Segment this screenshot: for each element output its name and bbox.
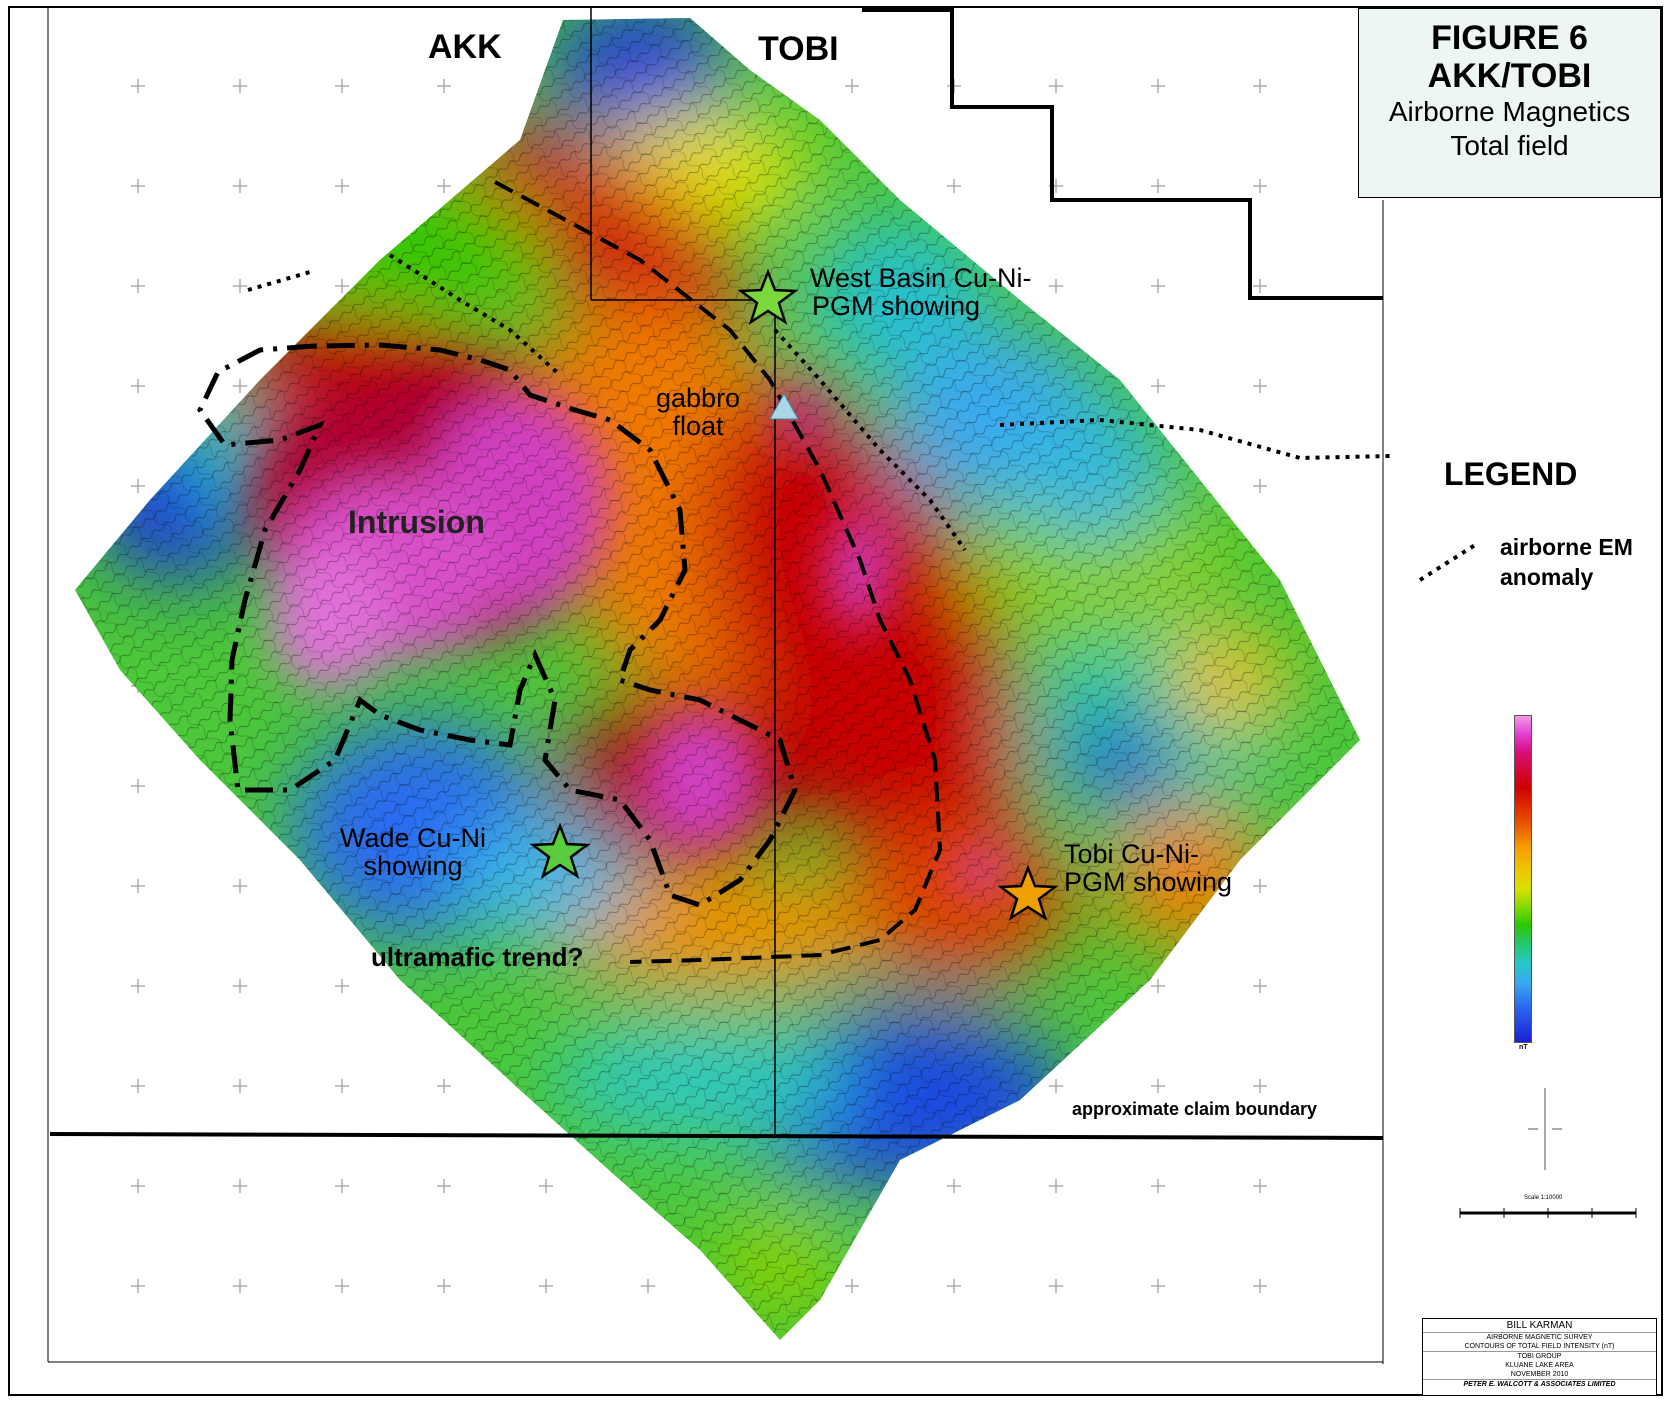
legend-title: LEGEND [1444, 456, 1578, 492]
info-group-line: TOBI GROUP [1517, 1353, 1562, 1360]
figure-number: FIGURE 6 [1431, 19, 1588, 57]
gabbro-float-label: gabbro float [656, 384, 740, 441]
info-group: TOBI GROUP KLUANE LAKE AREA NOVEMBER 201… [1423, 1352, 1656, 1380]
figure-subtitle-2: Total field [1450, 130, 1569, 161]
colorbar [1514, 715, 1532, 1043]
legend-em-line1: airborne EM [1500, 534, 1633, 560]
figure-subtitle-1: Airborne Magnetics [1388, 96, 1631, 127]
info-contours-line: CONTOURS OF TOTAL FIELD INTENSITY (nT) [1464, 1343, 1615, 1350]
info-name: BILL KARMAN [1423, 1319, 1656, 1333]
info-survey-line: AIRBORNE MAGNETIC SURVEY [1486, 1334, 1593, 1341]
info-area-line: KLUANE LAKE AREA [1505, 1362, 1574, 1369]
west-basin-label-line1: West Basin Cu-Ni- [810, 263, 1032, 293]
figure-name: AKK/TOBI [1427, 57, 1592, 95]
tobi-label-line1: Tobi Cu-Ni- [1064, 839, 1200, 869]
wade-label-line2: showing [363, 851, 463, 882]
west-basin-star-icon [737, 268, 799, 325]
info-block: BILL KARMAN AIRBORNE MAGNETIC SURVEY CON… [1422, 1318, 1657, 1396]
info-company: PETER E. WALCOTT & ASSOCIATES LIMITED [1463, 1381, 1616, 1388]
wade-showing-label: Wade Cu-Ni showing [340, 824, 486, 881]
colorbar-unit: nT [1519, 1044, 1528, 1051]
em-anomaly-lines [247, 253, 1477, 582]
ultramafic-trend-line [494, 180, 943, 964]
tobi-showing-label: Tobi Cu-Ni- PGM showing [1064, 840, 1232, 897]
gabbro-label-line2: float [672, 411, 724, 442]
gabbro-float-triangle [769, 392, 799, 420]
legend-em-anomaly-label: airborne EM anomaly [1500, 532, 1633, 592]
tobi-label-line2: PGM showing [1064, 867, 1233, 898]
ultramafic-trend-label: ultramafic trend? [371, 942, 584, 972]
west-basin-label: West Basin Cu-Ni- PGM showing [810, 264, 1032, 321]
west-basin-label-line2: PGM showing [812, 291, 981, 322]
scale-label: Scale 1:10000 [1524, 1195, 1563, 1201]
region-akk-label: AKK [428, 28, 502, 66]
region-tobi-label: TOBI [758, 30, 839, 68]
intrusion-outline [197, 342, 798, 908]
tobi-star-icon [997, 864, 1059, 921]
north-arrow-icon [1528, 1088, 1562, 1170]
scale-bar [1459, 1208, 1637, 1218]
intrusion-label: Intrusion [348, 504, 485, 540]
wade-star-icon [529, 822, 591, 879]
figure-title-box: FIGURE 6 AKK/TOBI Airborne Magnetics Tot… [1358, 8, 1661, 198]
claim-boundary-label: approximate claim boundary [1072, 1099, 1318, 1119]
wade-label-line1: Wade Cu-Ni [340, 823, 487, 853]
legend-em-line2: anomaly [1500, 564, 1594, 590]
claim-boundary-line [49, 1132, 1384, 1140]
info-date-line: NOVEMBER 2010 [1510, 1371, 1569, 1378]
gabbro-label-line1: gabbro [656, 383, 741, 413]
claim-boundary-line [862, 8, 1383, 300]
info-survey: AIRBORNE MAGNETIC SURVEY CONTOURS OF TOT… [1423, 1333, 1656, 1352]
